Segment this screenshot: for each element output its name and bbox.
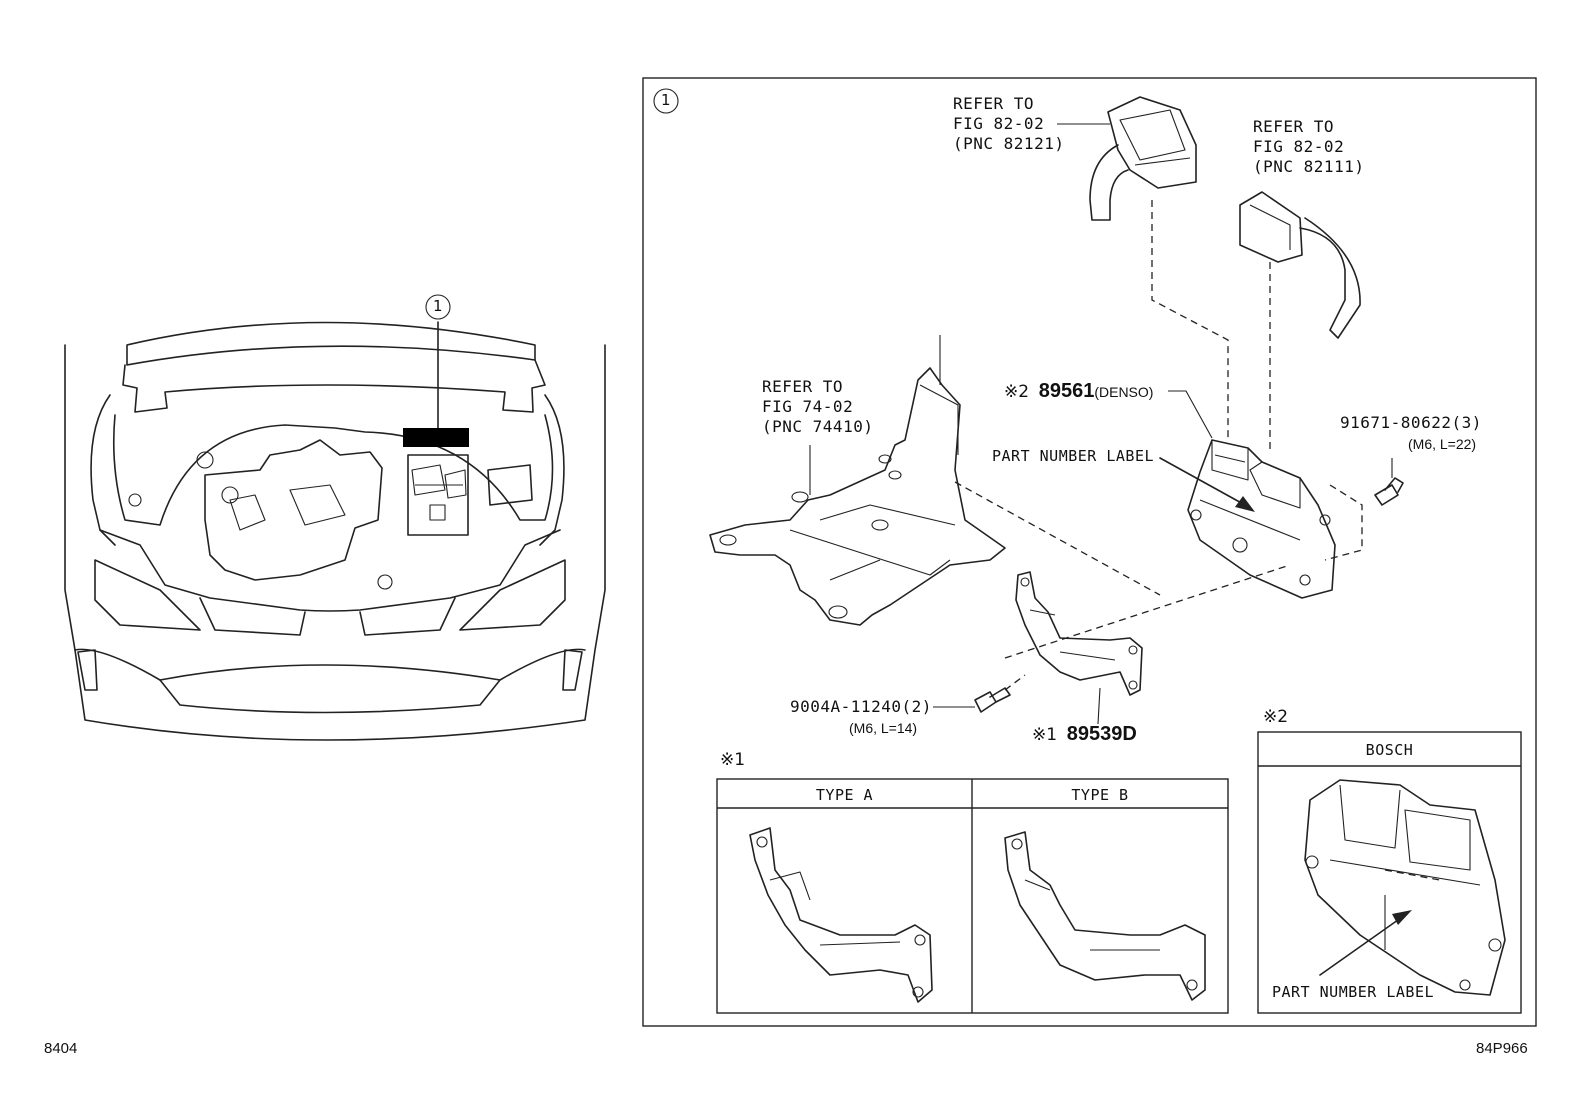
bolt-91671-drawing <box>1374 477 1404 506</box>
bolt-91671-spec: (M6, L=22) <box>1408 436 1477 452</box>
part-number-label-text: PART NUMBER LABEL <box>992 447 1155 465</box>
bosch-part-number-label-text: PART NUMBER LABEL <box>1272 983 1435 1001</box>
bolt-9004A-spec: (M6, L=14) <box>849 720 918 736</box>
type-a-header: TYPE A <box>815 786 874 804</box>
type-a-drawing <box>749 827 933 1003</box>
bosch-header: BOSCH <box>1365 741 1414 759</box>
part-number-91671-80622[interactable]: 91671-80622(3) <box>1340 413 1482 432</box>
part-number-89539D[interactable]: 89539D <box>1066 723 1137 745</box>
table2-note-mark: ※2 <box>1263 707 1289 727</box>
footer-figure-code: 8404 <box>44 1040 78 1057</box>
connector-82111 <box>1239 191 1361 339</box>
ecu-89561-drawing <box>1187 439 1336 599</box>
note-mark-1: ※1 <box>1032 725 1058 745</box>
note-mark-2: ※2 <box>1004 382 1030 402</box>
type-b-drawing <box>1004 831 1206 1001</box>
vehicle-front-view <box>64 321 606 741</box>
bosch-ecu-drawing <box>1304 779 1506 996</box>
callout-number-left: 1 <box>433 297 443 315</box>
bracket-74410-drawing <box>709 335 1006 626</box>
bolt-9004A-drawing <box>974 687 1011 713</box>
part-number-89561[interactable]: 89561 <box>1038 380 1095 402</box>
type-b-header: TYPE B <box>1071 786 1129 804</box>
maker-denso: (DENSO) <box>1094 384 1154 400</box>
part-89561-label: ※2 89561(DENSO) <box>1004 380 1153 403</box>
bracket-89539D-drawing <box>1015 571 1143 696</box>
part-89539D-label: ※1 89539D <box>1032 723 1137 746</box>
callout-number-frame: 1 <box>661 91 671 109</box>
table1-note-mark: ※1 <box>720 750 746 770</box>
refer-fig-82-02-pnc-82121-label: REFER TO FIG 82-02 (PNC 82121) <box>953 94 1065 153</box>
footer-illustration-id: 84P966 <box>1476 1040 1528 1057</box>
redaction-block <box>403 428 469 447</box>
part-number-9004A-11240[interactable]: 9004A-11240(2) <box>790 697 932 716</box>
refer-fig-74-02-label: REFER TO FIG 74-02 (PNC 74410) <box>762 377 874 436</box>
refer-fig-82-02-pnc-82111-label: REFER TO FIG 82-02 (PNC 82111) <box>1253 117 1365 176</box>
connector-82121 <box>1089 96 1197 221</box>
